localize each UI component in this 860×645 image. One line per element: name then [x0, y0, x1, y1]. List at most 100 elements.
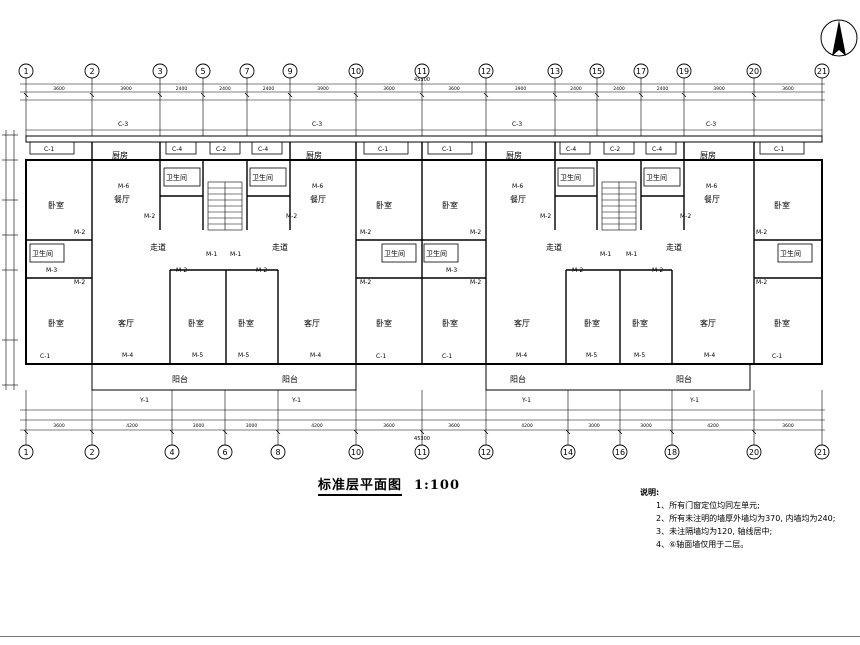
room-labels: 厨房 厨房 厨房 厨房 餐厅 餐厅 餐厅 餐厅 卧室 卧室 卧室 卧室 卧室 卧… [32, 150, 801, 384]
tag-door: M-1 [600, 251, 611, 258]
axis-label: 15 [592, 67, 602, 76]
drawing-scale: 1:100 [414, 478, 460, 493]
tag-door: M-2 [756, 279, 767, 286]
axis-label: 21 [817, 67, 827, 76]
note-item: 1、所有门窗定位均同左单元; [656, 501, 760, 510]
tag-door: M-1 [230, 251, 241, 258]
axis-label: 10 [351, 448, 361, 457]
bay-dimension: 4200 [311, 423, 323, 429]
axis-label: 3 [157, 67, 162, 76]
room-kitchen: 厨房 [112, 150, 128, 160]
axis-label: 20 [749, 67, 759, 76]
room-bathroom: 卫生间 [252, 173, 273, 182]
tag-door: M-6 [312, 183, 323, 190]
room-bathroom: 卫生间 [780, 249, 801, 258]
note-item: 2、所有未注明的墙厚外墙均为370, 内墙均为240; [656, 514, 836, 523]
room-bedroom: 卧室 [376, 200, 392, 210]
room-bathroom: 卫生间 [166, 173, 187, 182]
axis-label: 4 [169, 448, 174, 457]
axis-label: 9 [287, 67, 292, 76]
notes-heading: 说明: [640, 488, 660, 497]
note-item: 3、未注隔墙均为120, 轴线居中; [656, 527, 773, 536]
room-dining: 餐厅 [310, 195, 326, 204]
room-balcony: 阳台 [676, 374, 692, 384]
room-corridor: 走道 [150, 242, 166, 252]
bay-dimension: 3000 [588, 423, 600, 429]
bottom-dimensions [20, 409, 825, 431]
room-bedroom: 卧室 [774, 318, 790, 328]
tag-window: C-1 [774, 146, 784, 153]
axis-label: 12 [481, 448, 491, 457]
room-bedroom: 卧室 [442, 318, 458, 328]
tag-door: M-2 [680, 213, 691, 220]
tag-door: M-2 [74, 229, 85, 236]
tag-canopy: Y-1 [139, 397, 149, 404]
room-living: 客厅 [700, 318, 716, 328]
axis-label: 14 [563, 448, 573, 457]
room-corridor: 走道 [272, 242, 288, 252]
bay-dimension: 3000 [193, 423, 205, 429]
tag-door: M-4 [122, 352, 133, 359]
room-bathroom: 卫生间 [426, 249, 447, 258]
bay-dimension: 3900 [713, 86, 725, 92]
tag-door: M-2 [286, 213, 297, 220]
room-bathroom: 卫生间 [32, 249, 53, 258]
tag-door: M-6 [706, 183, 717, 190]
bay-dimension: 3600 [448, 86, 460, 92]
room-corridor: 走道 [666, 242, 682, 252]
stair-left [207, 181, 243, 231]
bay-dimension: 4200 [707, 423, 719, 429]
room-bedroom: 卧室 [774, 200, 790, 210]
tag-door: M-6 [512, 183, 523, 190]
room-bedroom: 卧室 [48, 318, 64, 328]
tag-door: M-2 [144, 213, 155, 220]
bay-dimension: 3600 [53, 86, 65, 92]
bay-dimension: 3900 [515, 86, 527, 92]
axis-label: 16 [615, 448, 625, 457]
tag-canopy: Y-1 [689, 397, 699, 404]
room-bedroom: 卧室 [376, 318, 392, 328]
room-balcony: 阳台 [282, 374, 298, 384]
axis-label: 11 [417, 448, 427, 457]
tag-door: M-2 [360, 229, 371, 236]
bay-dimension: 3600 [782, 86, 794, 92]
opening-tags: C-3 C-3 C-3 C-3 C-1 C-4 C-2 C-4 C-1 C-1 … [40, 121, 784, 404]
bay-dimension: 4200 [521, 423, 533, 429]
room-kitchen: 厨房 [700, 150, 716, 160]
axis-label: 12 [481, 67, 491, 76]
top-dimensions [20, 83, 825, 101]
tag-canopy: Y-1 [291, 397, 301, 404]
bay-dimension: 3600 [448, 423, 460, 429]
tag-window: C-1 [376, 353, 386, 360]
room-corridor: 走道 [546, 242, 562, 252]
room-bedroom: 卧室 [188, 318, 204, 328]
bay-dimension: 3600 [383, 86, 395, 92]
stair-right [601, 181, 637, 231]
axis-label: 7 [244, 67, 249, 76]
tag-window: C-4 [652, 146, 662, 153]
tag-door: M-5 [634, 352, 645, 359]
bay-dimension: 2400 [657, 86, 669, 92]
tag-window: C-1 [772, 353, 782, 360]
tag-window: C-3 [512, 121, 522, 128]
tag-door: M-2 [540, 213, 551, 220]
tag-window: C-2 [610, 146, 620, 153]
room-living: 客厅 [304, 318, 320, 328]
tag-window: C-1 [40, 353, 50, 360]
axis-label: 20 [749, 448, 759, 457]
room-balcony: 阳台 [510, 374, 526, 384]
tag-door: M-5 [238, 352, 249, 359]
room-bedroom: 卧室 [584, 318, 600, 328]
axis-label: 1 [23, 448, 28, 457]
axis-label: 1 [23, 67, 28, 76]
tag-door: M-2 [470, 279, 481, 286]
axis-label: 18 [667, 448, 677, 457]
axis-label: 19 [679, 67, 689, 76]
bay-dimension: 3900 [317, 86, 329, 92]
